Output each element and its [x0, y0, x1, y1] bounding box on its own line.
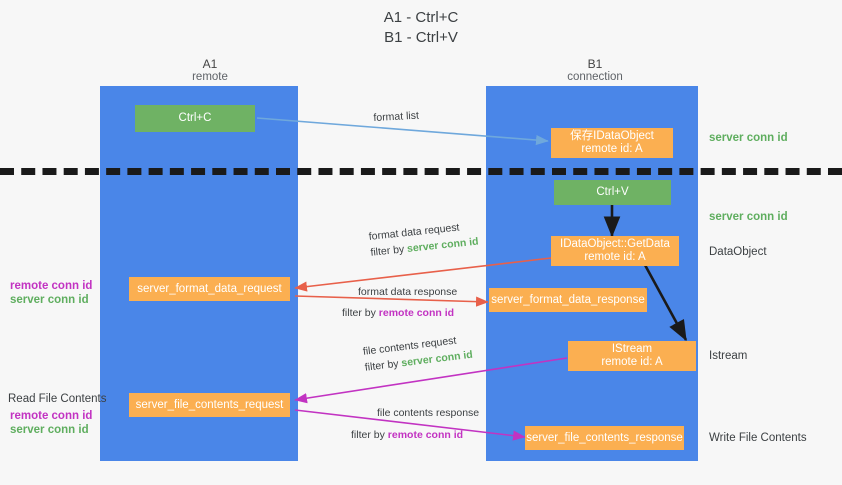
page-title: A1 - Ctrl+C B1 - Ctrl+V	[0, 8, 842, 48]
edge-label-file-contents-response: file contents response filter by remote …	[351, 405, 480, 443]
box-istream[interactable]: IStream remote id: A	[568, 341, 696, 371]
box-istream-line2: remote id: A	[601, 356, 663, 368]
right-label-server-conn-id-mid: server conn id	[709, 211, 788, 223]
edge-label-format-data-request: format data request filter by server con…	[368, 218, 479, 261]
box-save-idataobject[interactable]: 保存IDataObject remote id: A	[551, 128, 673, 158]
filter-prefix: filter by	[364, 357, 403, 374]
box-server-file-contents-response-label: server_file_contents_response	[526, 431, 683, 444]
left-label-server-conn-id-upper: server conn id	[10, 294, 89, 306]
edge-label-format-list-text: format list	[373, 109, 420, 124]
edge-label-file-contents-response-text: file contents response	[377, 407, 480, 419]
box-server-file-contents-response[interactable]: server_file_contents_response	[525, 426, 684, 450]
filter-key-remote-conn-id: remote conn id	[378, 307, 455, 319]
box-ctrl-c-label: Ctrl+C	[178, 112, 212, 124]
lane-header-a1: A1 remote	[120, 58, 300, 84]
box-save-idataobject-line1: 保存IDataObject	[570, 130, 654, 142]
filter-key-remote-conn-id: remote conn id	[387, 429, 464, 441]
title-line-2: B1 - Ctrl+V	[384, 29, 458, 46]
box-getdata-line2: remote id: A	[584, 251, 646, 263]
box-istream-line1: IStream	[611, 343, 653, 355]
left-label-group-lower: Read File Contents remote conn id server…	[8, 392, 108, 437]
box-server-format-data-response-label: server_format_data_response	[491, 293, 645, 306]
box-server-file-contents-request[interactable]: server_file_contents_request	[129, 393, 290, 417]
lane-b1-subtitle: connection	[567, 71, 623, 83]
edge-label-format-data-response-text: format data response	[358, 286, 458, 298]
edge-label-file-contents-request: file contents request filter by server c…	[362, 331, 474, 376]
title-line-1: A1 - Ctrl+C	[383, 9, 459, 26]
lane-b1-title: B1	[587, 57, 603, 71]
right-label-dataobject: DataObject	[709, 246, 767, 258]
box-ctrl-c[interactable]: Ctrl+C	[135, 105, 255, 132]
box-server-format-data-request-label: server_format_data_request	[137, 282, 282, 295]
phase-divider	[0, 168, 842, 175]
lane-a1-title: A1	[202, 57, 218, 71]
box-ctrl-v[interactable]: Ctrl+V	[554, 180, 671, 205]
edge-label-format-data-response: format data response filter by remote co…	[342, 284, 458, 321]
lane-a1-subtitle: remote	[192, 71, 228, 83]
edge-label-format-data-response-filter: filter by remote conn id	[342, 305, 457, 321]
box-getdata-line1: IDataObject::GetData	[560, 238, 670, 250]
left-label-remote-conn-id-upper: remote conn id	[10, 280, 93, 292]
right-label-istream: Istream	[709, 350, 748, 362]
box-idataobject-getdata[interactable]: IDataObject::GetData remote id: A	[551, 236, 679, 266]
box-server-format-data-response[interactable]: server_format_data_response	[489, 288, 647, 312]
box-server-format-data-request[interactable]: server_format_data_request	[129, 277, 290, 301]
left-label-server-conn-id-lower: server conn id	[10, 424, 89, 436]
box-save-idataobject-line2: remote id: A	[581, 143, 643, 155]
filter-prefix: filter by	[369, 243, 408, 259]
right-label-write-file-contents: Write File Contents	[709, 432, 807, 444]
left-label-group-upper: remote conn id server conn id	[10, 279, 98, 307]
filter-prefix: filter by	[342, 307, 379, 319]
lane-header-b1: B1 connection	[505, 58, 685, 84]
edge-label-file-contents-response-filter: filter by remote conn id	[351, 427, 479, 443]
left-label-remote-conn-id-lower: remote conn id	[10, 410, 93, 422]
box-server-file-contents-request-label: server_file_contents_request	[135, 398, 284, 411]
box-ctrl-v-label: Ctrl+V	[596, 186, 629, 198]
left-label-read-file-contents: Read File Contents	[8, 393, 107, 405]
edge-label-format-list: format list	[373, 108, 419, 126]
right-label-server-conn-id-top: server conn id	[709, 132, 788, 144]
filter-prefix: filter by	[351, 429, 388, 441]
